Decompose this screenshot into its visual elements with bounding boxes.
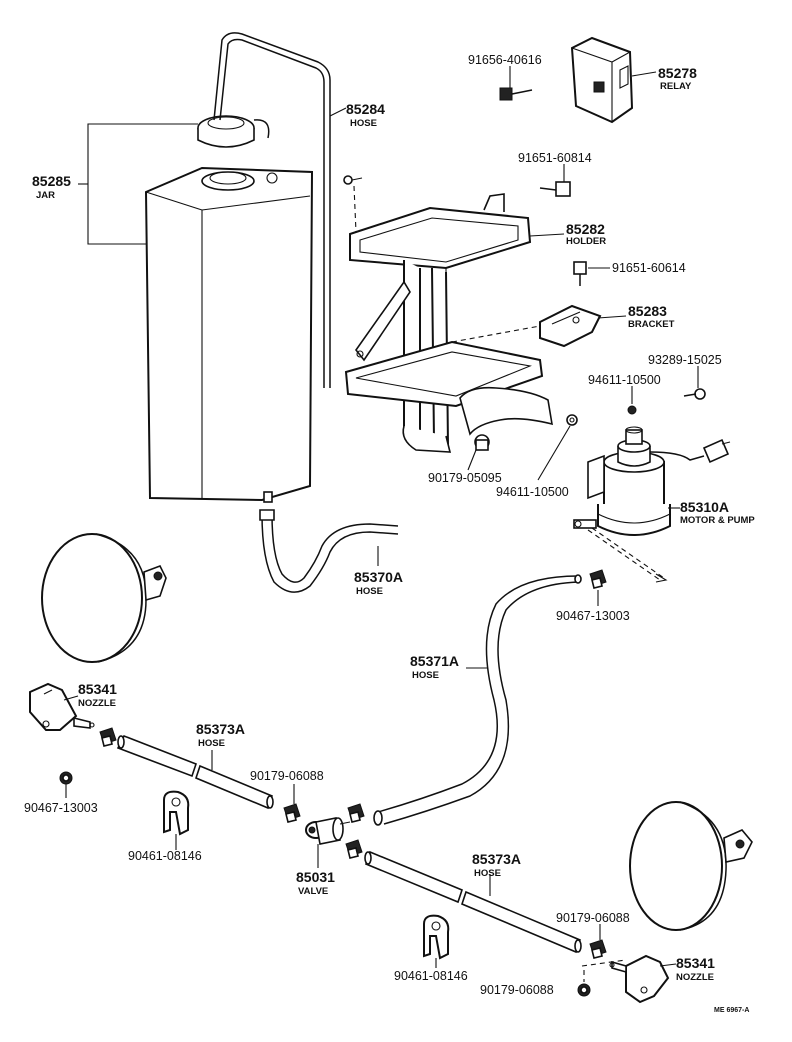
bracket bbox=[539, 304, 602, 348]
label-bolt-relay: 91656-40616 bbox=[468, 53, 542, 67]
label-hose-jar-number: 85370A bbox=[354, 569, 403, 585]
label-clamp-left: 90461-08146 bbox=[128, 849, 202, 863]
label-screw: 93289-15025 bbox=[648, 353, 722, 367]
label-pump-number: 85310A bbox=[680, 499, 729, 515]
label-clip-pump: 90467-13003 bbox=[556, 609, 630, 623]
label-bolt-holder: 91651-60814 bbox=[518, 151, 592, 165]
label-valve-number: 85031 bbox=[296, 869, 335, 885]
hose-top bbox=[213, 32, 331, 388]
clip-right bbox=[589, 939, 607, 959]
hose-left bbox=[116, 734, 274, 810]
grommet-left bbox=[59, 771, 73, 785]
label-pump-name: MOTOR & PUMP bbox=[680, 515, 755, 526]
label-hose-right-number: 85373A bbox=[472, 851, 521, 867]
label-bracket-name: BRACKET bbox=[628, 319, 675, 330]
label-clip-right: 90179-06088 bbox=[556, 911, 630, 925]
label-nut-lower: 94611-10500 bbox=[496, 485, 569, 499]
label-nozzle-left-number: 85341 bbox=[78, 681, 117, 697]
relay bbox=[570, 36, 634, 124]
label-relay-number: 85278 bbox=[658, 65, 697, 81]
label-grommet-left: 90467-13003 bbox=[24, 801, 98, 815]
grommet-right bbox=[577, 983, 591, 997]
label-hose-top-number: 85284 bbox=[346, 101, 385, 117]
label-holder-name: HOLDER bbox=[566, 236, 606, 247]
label-clip-left: 90179-06088 bbox=[250, 769, 324, 783]
clip-valve-upper bbox=[347, 803, 365, 823]
label-hose-long-name: HOSE bbox=[412, 670, 439, 681]
screw-small bbox=[343, 175, 363, 185]
bolt-relay bbox=[499, 87, 533, 101]
label-nozzle-right-name: NOZZLE bbox=[676, 972, 714, 983]
clip-pump bbox=[589, 569, 607, 589]
label-bracket-number: 85283 bbox=[628, 303, 667, 319]
label-holder-number: 85282 bbox=[566, 221, 605, 237]
holder bbox=[344, 193, 553, 453]
washer-jar bbox=[144, 166, 314, 503]
label-hose-left-name: HOSE bbox=[198, 738, 225, 749]
label-valve-name: VALVE bbox=[298, 886, 328, 897]
headlamp-right bbox=[629, 801, 753, 931]
label-hose-right-name: HOSE bbox=[474, 868, 501, 879]
label-hose-jar-name: HOSE bbox=[356, 586, 383, 597]
label-hose-top-name: HOSE bbox=[350, 118, 377, 129]
hose-right bbox=[364, 850, 582, 954]
nozzle-right bbox=[609, 954, 670, 1004]
hose-jar-to-pump bbox=[259, 509, 399, 593]
clip-left bbox=[283, 803, 301, 823]
label-nozzle-right-number: 85341 bbox=[676, 955, 715, 971]
clamp-left bbox=[163, 790, 190, 836]
label-clamp-right: 90461-08146 bbox=[394, 969, 468, 983]
label-bolt-bracket: 91651-60614 bbox=[612, 261, 686, 275]
valve bbox=[305, 817, 351, 845]
nozzle-left bbox=[29, 682, 95, 731]
motor-and-pump bbox=[573, 426, 731, 536]
label-jar-number: 85285 bbox=[32, 173, 71, 189]
label-hose-long-number: 85371A bbox=[410, 653, 459, 669]
grommet bbox=[474, 434, 490, 451]
clamp-right bbox=[423, 914, 450, 960]
label-grommet: 90179-05095 bbox=[428, 471, 502, 485]
label-jar-name: JAR bbox=[36, 190, 55, 201]
nut-lower bbox=[566, 414, 578, 426]
bolt-holder bbox=[539, 181, 571, 197]
label-grommet-right: 90179-06088 bbox=[480, 983, 554, 997]
label-nozzle-left-name: NOZZLE bbox=[78, 698, 116, 709]
clip-left-nozzle bbox=[99, 727, 117, 747]
nut-upper bbox=[627, 405, 637, 415]
label-nut-upper: 94611-10500 bbox=[588, 373, 661, 387]
headlamp-left bbox=[41, 533, 167, 663]
label-hose-left-number: 85373A bbox=[196, 721, 245, 737]
bolt-bracket bbox=[573, 261, 587, 286]
screw-pump bbox=[683, 388, 706, 400]
clip-valve-lower bbox=[345, 839, 363, 859]
hose-long bbox=[373, 574, 582, 826]
label-relay-name: RELAY bbox=[660, 81, 692, 92]
footer-code: ME 6967-A bbox=[714, 1007, 749, 1014]
jar-cap bbox=[197, 115, 270, 148]
